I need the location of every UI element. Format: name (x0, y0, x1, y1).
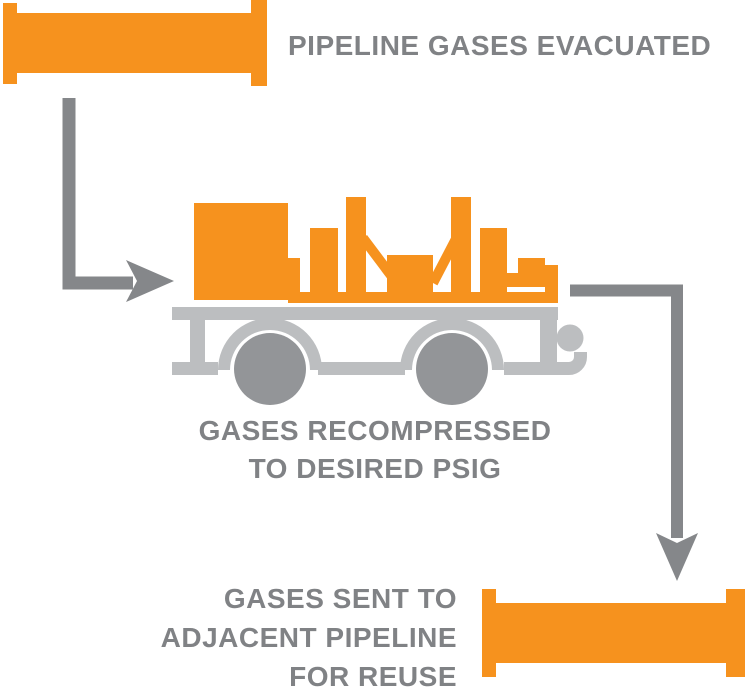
compressor-unit (194, 197, 558, 303)
step-recompressed-line2: TO DESIRED PSIG (248, 453, 502, 484)
trailer-wheels (234, 333, 488, 405)
step-evacuated-label: PIPELINE GASES EVACUATED (288, 30, 712, 61)
step-reuse-line1: GASES SENT TO (223, 583, 457, 614)
step-recompressed-line1: GASES RECOMPRESSED (198, 415, 552, 446)
step-recompressed-label: GASES RECOMPRESSED TO DESIRED PSIG (150, 412, 600, 488)
flow-arrow-right-down-icon (570, 284, 698, 581)
step-reuse-line2: ADJACENT PIPELINE (160, 622, 457, 653)
pipeline-top-icon (3, 0, 267, 86)
trailer-frame (172, 307, 587, 375)
flow-arrow-down-right-icon (62, 98, 174, 302)
compressor-trailer-icon (172, 197, 587, 405)
step-reuse-label: GASES SENT TO ADJACENT PIPELINE FOR REUS… (120, 579, 457, 687)
step-reuse-line3: FOR REUSE (289, 661, 457, 687)
pipeline-bottom-icon (482, 589, 745, 677)
